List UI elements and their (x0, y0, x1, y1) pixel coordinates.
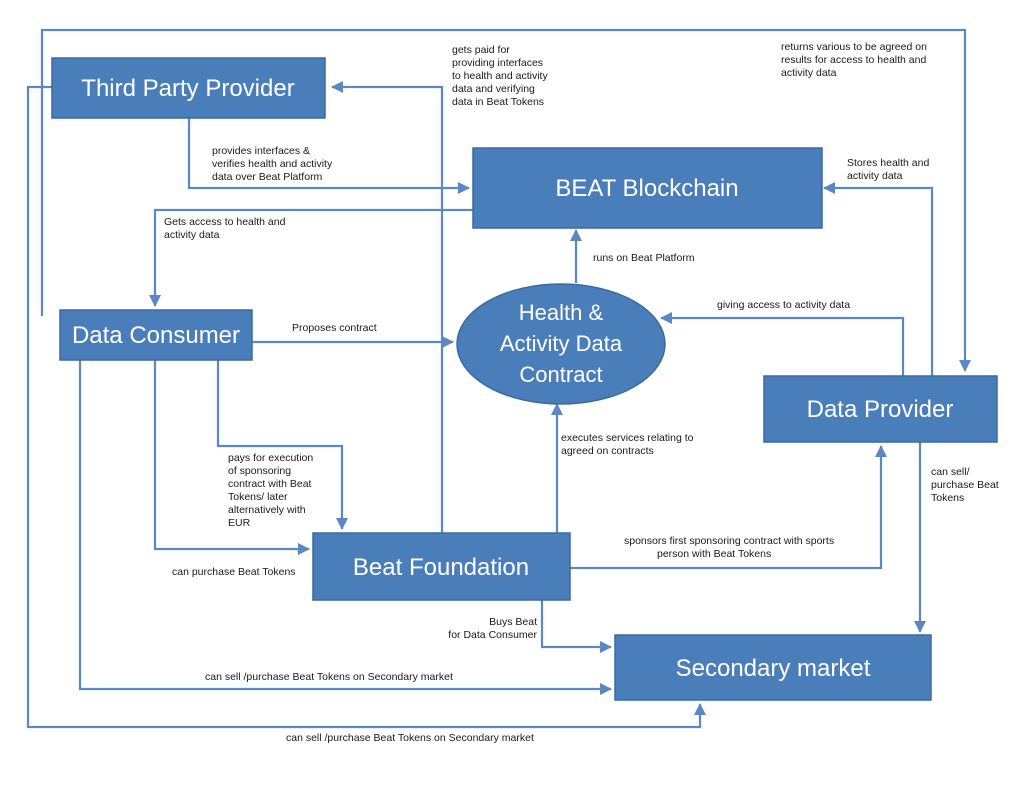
label-line: activity data (781, 67, 837, 79)
node-label: Beat Foundation (353, 554, 529, 581)
label-line: providing interfaces (452, 57, 543, 69)
arrow-data-provider-to-contract (660, 312, 905, 376)
label-pays-for: pays for execution of sponsoring contrac… (228, 452, 313, 529)
label-can-purchase: can purchase Beat Tokens (172, 566, 296, 578)
label-line: Buys Beat (489, 616, 537, 628)
label-gets-access: Gets access to health and activity data (164, 216, 286, 241)
arrow-foundation-buys-secondary (540, 600, 612, 653)
label-line: Tokens/ later (228, 491, 288, 503)
label-line: contract with Beat (228, 478, 312, 490)
label-line: of sponsoring (228, 465, 291, 477)
label-line: gets paid for (452, 44, 510, 56)
label-line: verifies health and activity (212, 158, 333, 170)
node-label-line-2: Activity Data (500, 331, 623, 356)
node-secondary-market: Secondary market (614, 634, 932, 701)
node-data-provider: Data Provider (763, 375, 998, 443)
arrow-consumer-purchase-foundation (153, 360, 310, 555)
label-stores-health: Stores health and activity data (847, 157, 929, 182)
node-label: Third Party Provider (81, 75, 294, 102)
node-label: Secondary market (676, 655, 871, 682)
label-line: for Data Consumer (448, 629, 537, 641)
arrow-foundation-sponsors-provider (570, 445, 887, 570)
label-line: activity data (164, 229, 220, 241)
arrow-blockchain-to-data-consumer (149, 208, 473, 307)
arrow-top-loop-to-data-provider (40, 28, 971, 372)
label-line: agreed on contracts (561, 445, 654, 457)
node-beat-blockchain: BEAT Blockchain (472, 147, 823, 229)
label-can-sell-provider: can sell/ purchase Beat Tokens (931, 466, 999, 504)
label-line: provides interfaces & (212, 145, 310, 157)
arrow-foundation-to-third-party (331, 81, 444, 533)
label-line: executes services relating to (561, 432, 694, 444)
label-line: results for access to health and (781, 54, 926, 66)
label-can-sell-secondary-third-party: can sell /purchase Beat Tokens on Second… (286, 732, 534, 744)
node-data-consumer: Data Consumer (59, 309, 253, 361)
node-label: BEAT Blockchain (555, 175, 738, 202)
label-proposes-contract: Proposes contract (292, 322, 377, 334)
node-label: Data Provider (807, 396, 954, 423)
label-line: sponsors first sponsoring contract with … (624, 535, 834, 547)
arrow-third-party-to-secondary (26, 85, 706, 729)
label-line: purchase Beat (931, 479, 999, 491)
label-sponsors-first: sponsors first sponsoring contract with … (624, 535, 834, 560)
label-line: pays for execution (228, 452, 313, 464)
label-can-sell-secondary-consumer: can sell /purchase Beat Tokens on Second… (205, 671, 453, 683)
label-gets-paid: gets paid for providing interfaces to he… (452, 44, 548, 108)
label-line: can sell/ (931, 466, 970, 478)
arrow-data-provider-to-blockchain (823, 182, 934, 376)
label-line: Gets access to health and (164, 216, 286, 228)
arrow-consumer-pays-foundation (216, 360, 348, 530)
label-giving-access: giving access to activity data (717, 299, 850, 311)
label-executes-services: executes services relating to agreed on … (561, 432, 694, 457)
node-label: Data Consumer (72, 322, 240, 349)
label-line: person with Beat Tokens (657, 548, 771, 560)
label-returns-various: returns various to be agreed on results … (781, 41, 927, 79)
label-buys-beat: Buys Beat for Data Consumer (448, 616, 537, 641)
node-health-activity-contract: Health & Activity Data Contract (456, 283, 666, 405)
label-line: to health and activity (452, 70, 548, 82)
arrow-third-party-to-blockchain (187, 118, 470, 194)
label-line: alternatively with (228, 504, 306, 516)
node-third-party-provider: Third Party Provider (51, 57, 326, 119)
label-line: Stores health and (847, 157, 929, 169)
label-provides-interfaces: provides interfaces & verifies health an… (212, 145, 333, 183)
node-beat-foundation: Beat Foundation (312, 532, 571, 601)
node-label-line-1: Health & (519, 300, 604, 325)
label-line: EUR (228, 517, 251, 529)
label-line: data in Beat Tokens (452, 96, 544, 108)
connectors (26, 28, 971, 729)
label-line: Tokens (931, 492, 964, 504)
label-line: returns various to be agreed on (781, 41, 927, 53)
label-line: data over Beat Platform (212, 171, 323, 183)
arrow-consumer-to-secondary (78, 360, 612, 695)
edge-labels: gets paid for providing interfaces to he… (164, 41, 999, 744)
node-label-line-3: Contract (519, 362, 602, 387)
label-line: data and verifying (452, 83, 535, 95)
label-line: activity data (847, 170, 903, 182)
label-runs-on: runs on Beat Platform (593, 252, 695, 264)
